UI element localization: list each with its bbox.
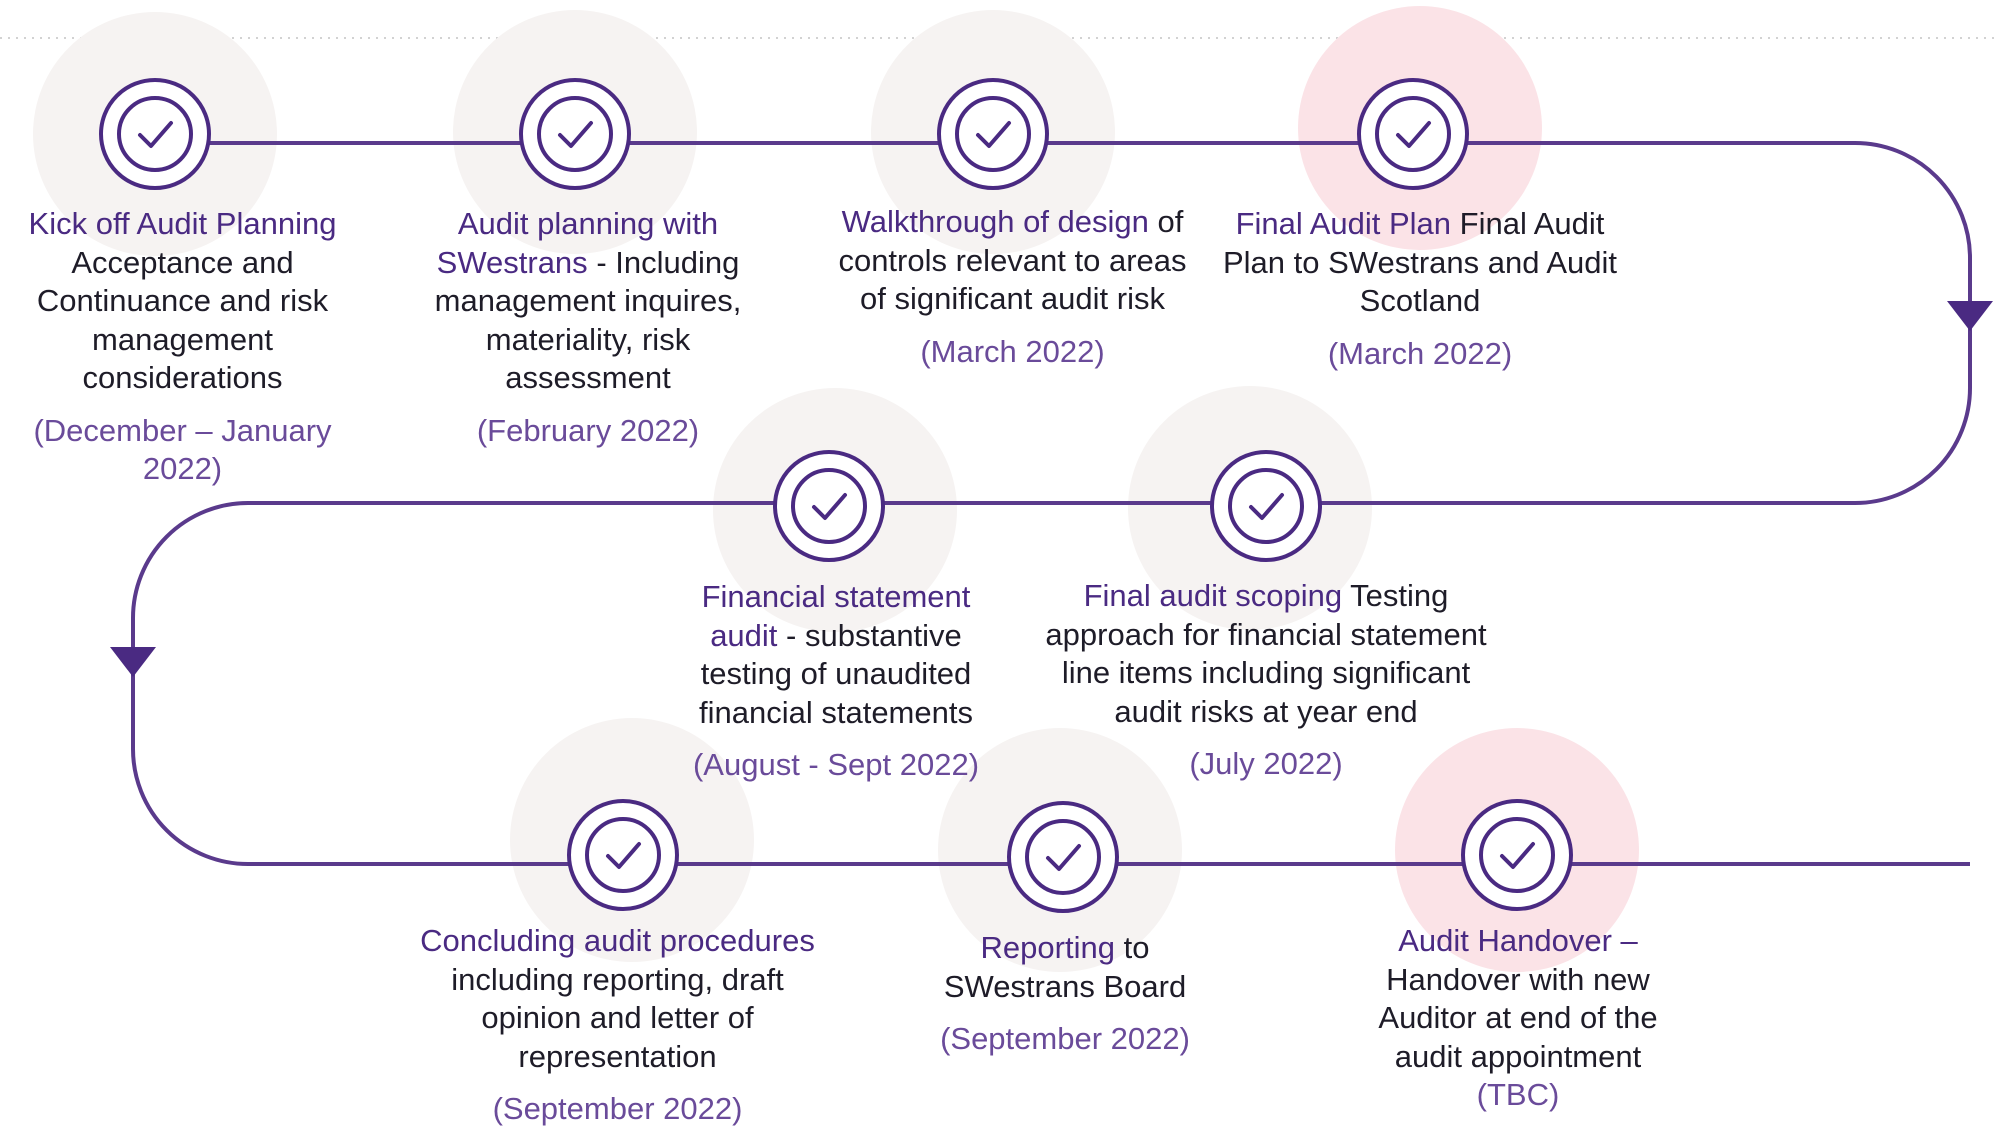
step-title: Reporting [980, 930, 1115, 965]
milestone-node [773, 450, 885, 562]
step-description: to SWestrans Board [943, 930, 1187, 1004]
step-financial-statement-audit: Financial statement audit - substantive … [680, 578, 992, 785]
step-date: (March 2022) [920, 333, 1105, 369]
down-arrow-icon [110, 647, 156, 677]
step-date: (July 2022) [1189, 746, 1343, 781]
check-icon [976, 121, 1011, 148]
down-arrow-icon [1947, 301, 1993, 331]
step-date: (February 2022) [476, 412, 700, 448]
milestone-node [1357, 78, 1469, 190]
check-icon [1396, 121, 1431, 148]
step-title: Final audit scoping [1083, 578, 1343, 613]
step-date: (December – January 2022) [33, 412, 332, 487]
step-description: Testing approach for financial statement… [1045, 578, 1487, 729]
step-description: including reporting, draft opinion and l… [451, 961, 784, 1074]
check-icon [1046, 844, 1081, 871]
step-description: of controls relevant to areas of signifi… [838, 204, 1187, 316]
step-date: (September 2022) [940, 1021, 1190, 1056]
step-title: Kick off Audit Planning [28, 206, 337, 241]
milestone-node [567, 799, 679, 911]
step-concluding-audit: Concluding audit procedures including re… [400, 922, 835, 1129]
check-icon [1500, 842, 1535, 869]
step-title: Audit Handover – [1398, 923, 1638, 958]
check-icon [812, 493, 847, 520]
milestone-node [519, 78, 631, 190]
step-walkthrough: Walkthrough of design of controls releva… [830, 203, 1195, 371]
check-icon [138, 121, 173, 148]
step-date: (TBC) [1476, 1077, 1560, 1112]
check-icon [558, 121, 593, 148]
step-kickoff: Kick off Audit Planning Acceptance and C… [10, 205, 355, 489]
step-date: (March 2022) [1327, 335, 1513, 371]
step-description: - substantive testing of unaudited finan… [699, 617, 973, 730]
step-date: (August - Sept 2022) [692, 747, 980, 782]
step-reporting: Reporting to SWestrans Board (September … [930, 929, 1200, 1059]
step-title: Final Audit Plan [1235, 206, 1452, 241]
timeline-connector [131, 141, 1972, 866]
milestone-node [1461, 799, 1573, 911]
step-title: Audit planning with SWestrans [436, 206, 719, 280]
step-final-audit-plan: Final Audit Plan Final Audit Plan to SWe… [1220, 205, 1620, 373]
check-icon [606, 842, 641, 869]
milestone-node [1007, 801, 1119, 913]
milestone-node [99, 78, 211, 190]
step-audit-handover: Audit Handover – Handover with new Audit… [1362, 922, 1674, 1115]
step-description: Handover with new Auditor at end of the … [1378, 961, 1658, 1074]
milestone-node [937, 78, 1049, 190]
step-description: - Including management inquires, materia… [434, 244, 742, 396]
step-final-audit-scoping: Final audit scoping Testing approach for… [1030, 577, 1502, 784]
milestone-node [1210, 450, 1322, 562]
step-description: Acceptance and Continuance and risk mana… [36, 244, 329, 396]
step-description: Final Audit Plan to SWestrans and Audit … [1222, 206, 1618, 318]
step-date: (September 2022) [492, 1091, 743, 1126]
check-icon [1249, 493, 1284, 520]
step-title: Financial statement audit [701, 579, 971, 653]
step-title: Concluding audit procedures [420, 923, 815, 958]
step-title: Walkthrough of design [841, 204, 1149, 239]
step-audit-planning: Audit planning with SWestrans - Includin… [433, 205, 743, 450]
